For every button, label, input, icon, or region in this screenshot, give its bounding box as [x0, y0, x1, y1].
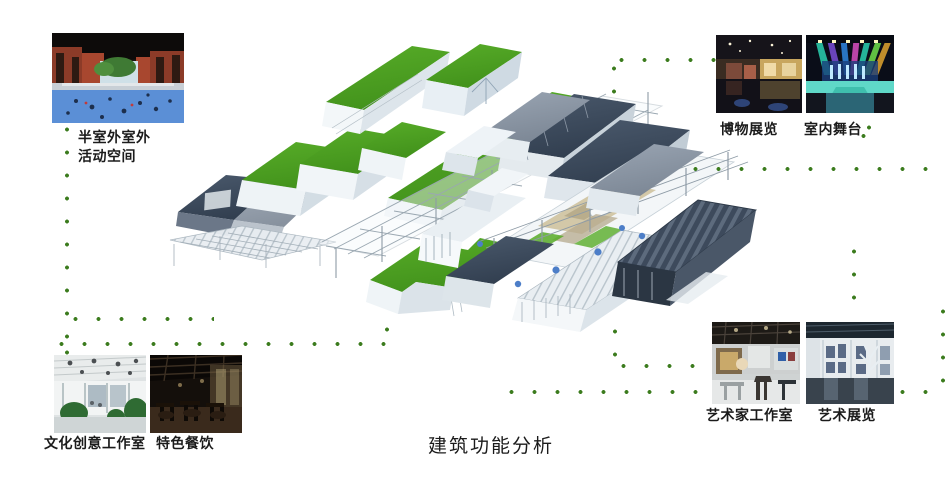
connector-dots-bottom-right-corner — [940, 300, 946, 392]
connector-dots-right-vertical — [851, 240, 857, 318]
model-white-hall-mid — [418, 190, 526, 268]
specialty-dining-photo[interactable] — [150, 355, 242, 433]
caption-cultural-creative-studio: 文化创意工作室 — [44, 435, 146, 451]
museum-exhibition-photo[interactable] — [716, 35, 802, 113]
model-white-cluster-right — [442, 126, 528, 212]
connector-dots-right-mid-run — [806, 139, 807, 145]
model-sawtooth-building-right — [612, 199, 758, 306]
model-slate-roof-right-mid — [586, 144, 704, 216]
cultural-creative-studio-photo[interactable] — [54, 355, 146, 433]
axonometric-building-model — [150, 30, 790, 360]
caption-line-1: 半室外室外 — [78, 129, 151, 145]
model-blue-markers — [477, 225, 625, 247]
artist-studio-photo[interactable] — [712, 322, 800, 404]
model-canopy-left — [169, 225, 337, 268]
model-green-L-roof — [366, 238, 508, 317]
semi-outdoor-activity-space-photo[interactable] — [52, 33, 184, 123]
art-exhibition-photo[interactable] — [806, 322, 894, 404]
connector-dots-indoor-stage-drop — [866, 116, 872, 140]
model-pale-block-upper — [422, 44, 522, 116]
connector-dots-left-vertical — [64, 118, 70, 346]
model-green-block-3 — [358, 122, 446, 180]
caption-semi-outdoor-activity-space: 半室外室外 活动空间 — [78, 128, 151, 166]
connector-dots-bottomright-run — [612, 363, 722, 369]
caption-line-2: 活动空间 — [78, 148, 136, 164]
page-title: 建筑功能分析 — [428, 436, 555, 457]
caption-indoor-stage: 室内舞台 — [804, 121, 862, 137]
caption-artist-studio: 艺术家工作室 — [706, 407, 793, 423]
caption-art-exhibition: 艺术展览 — [818, 407, 876, 423]
model-slate-shed-lower-left — [442, 236, 554, 308]
model-green-bar-upper-left — [322, 46, 450, 135]
caption-specialty-dining: 特色餐饮 — [156, 435, 214, 451]
indoor-stage-photo[interactable] — [806, 35, 894, 113]
caption-museum-exhibition: 博物展览 — [720, 121, 778, 137]
